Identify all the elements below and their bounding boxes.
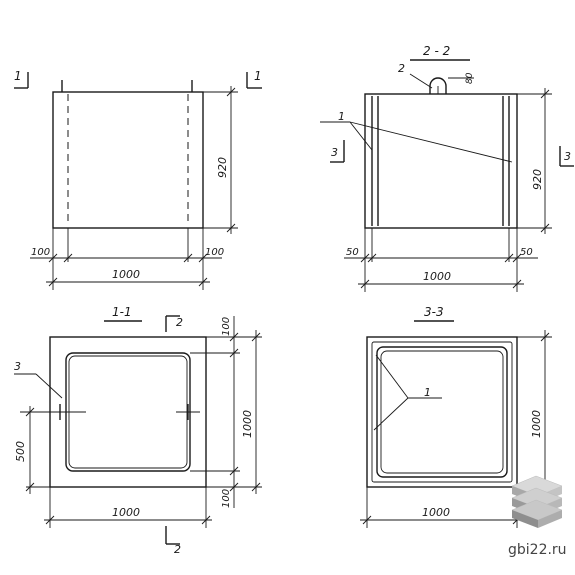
front-outline <box>52 91 204 229</box>
section-3-3-dim-width: 1000 <box>422 506 450 519</box>
callout-3: 3 <box>14 360 21 373</box>
section-1-1-dim-width: 1000 <box>112 506 140 519</box>
section-1-1-title: 1-1 <box>112 305 132 319</box>
section-2-2-title: 2 - 2 <box>423 44 450 58</box>
front-section-mark-left: 1 <box>14 69 29 89</box>
section-1-1-dim-top-wall: 100 <box>221 317 232 336</box>
svg-text:1: 1 <box>14 69 22 83</box>
section-3-3-outer <box>366 336 518 488</box>
front-dim-height: 920 <box>216 157 229 178</box>
section-1-1-mark-bottom: 2 <box>165 526 181 556</box>
section-2-2-view: 2 - 2 2 80 1 3 3 <box>320 44 574 292</box>
watermark-text: gbi22.ru <box>508 542 567 558</box>
svg-text:1: 1 <box>254 69 262 83</box>
section-2-2-dim-height: 920 <box>531 169 544 190</box>
front-dim-width: 1000 <box>112 268 140 281</box>
section-1-1-view: 1-1 2 2 3 500 <box>14 305 262 556</box>
section-1-1-dim-bottom-wall: 100 <box>221 489 232 508</box>
svg-text:3: 3 <box>564 150 571 163</box>
section-3-3-title: 3-3 <box>424 305 444 319</box>
section-2-2-mark-right: 3 <box>559 146 574 167</box>
front-dim-right-offset: 100 <box>205 247 224 258</box>
section-1-1-mark-top: 2 <box>165 315 183 332</box>
front-view: 1 1 920 100 100 1000 <box>14 69 262 290</box>
front-section-mark-right: 1 <box>246 69 262 89</box>
section-1-1-dim-left-height: 500 <box>14 441 27 462</box>
lifting-hook <box>429 77 447 94</box>
section-3-3-inner <box>376 346 508 478</box>
section-3-3-dim-height: 1000 <box>530 410 543 438</box>
section-2-2-dim-right-offset: 50 <box>520 247 533 258</box>
svg-text:2: 2 <box>174 543 181 556</box>
front-dim-left-offset: 100 <box>31 247 50 258</box>
callout-1: 1 <box>338 110 345 123</box>
section-2-2-mark-left: 3 <box>330 140 345 163</box>
section-2-2-dim-left-offset: 50 <box>346 247 359 258</box>
svg-text:3: 3 <box>331 146 338 159</box>
svg-text:2: 2 <box>176 316 183 329</box>
callout-2: 2 <box>398 62 405 75</box>
section-1-1-dim-height: 1000 <box>241 410 254 438</box>
dim-hook: 80 <box>465 72 475 84</box>
section-3-3-callout-1: 1 <box>424 386 431 399</box>
section-2-2-outline <box>364 93 518 229</box>
section-2-2-dim-width: 1000 <box>423 270 451 283</box>
watermark-logo <box>511 475 563 528</box>
